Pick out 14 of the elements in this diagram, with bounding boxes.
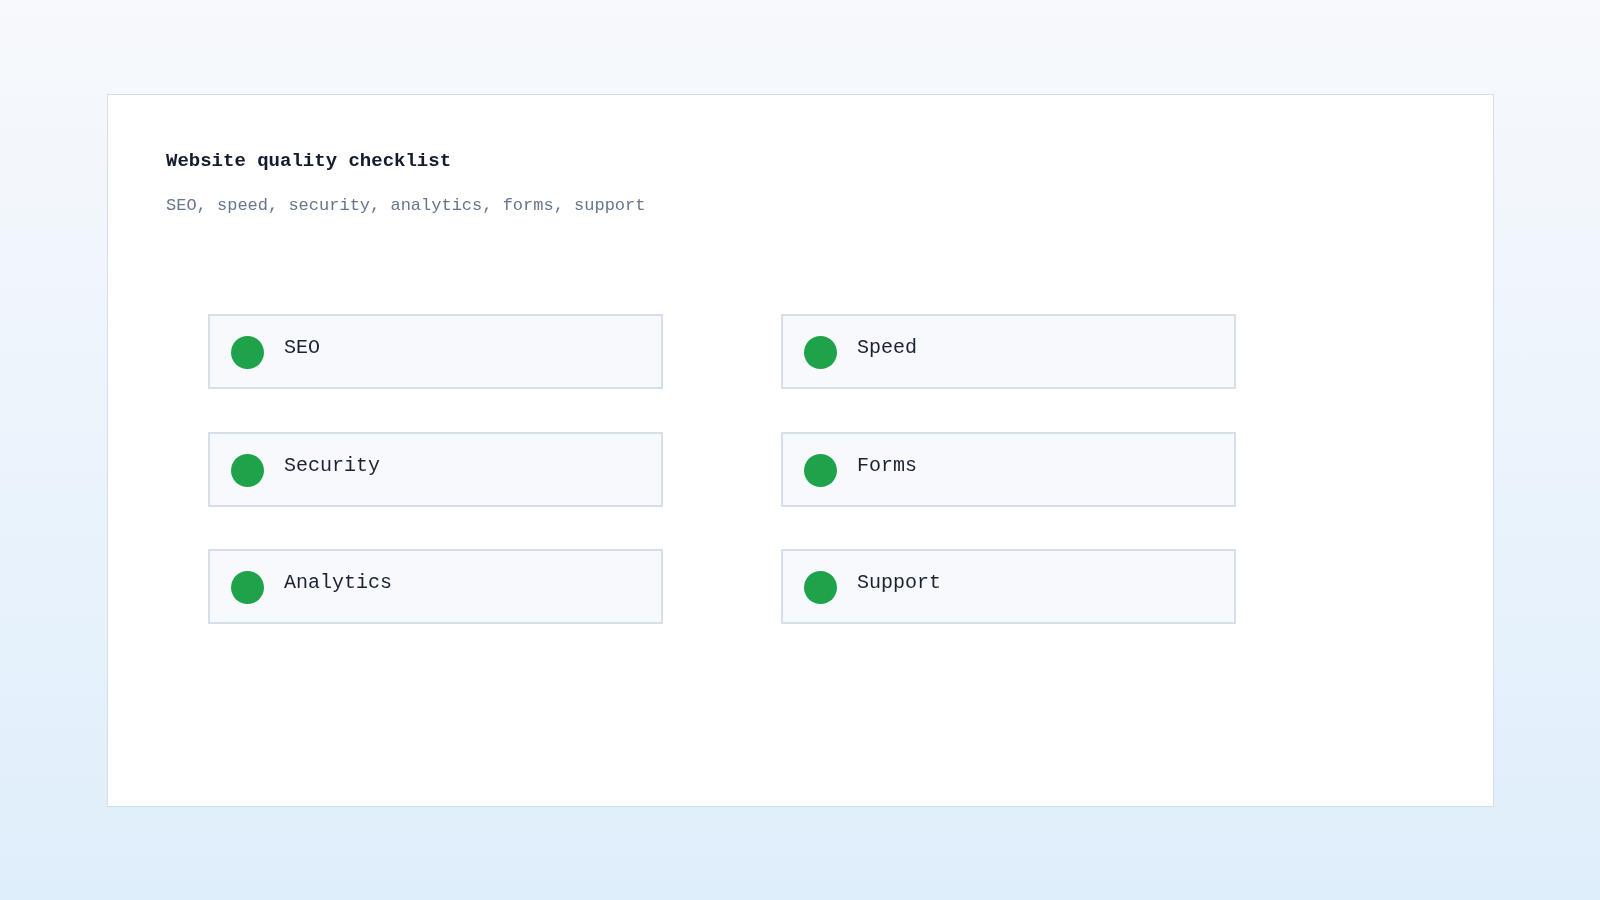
item-label: Support bbox=[857, 571, 941, 595]
checklist-item bbox=[781, 432, 1236, 507]
checklist-item bbox=[208, 432, 663, 507]
item-label: SEO bbox=[284, 336, 320, 360]
checklist-item bbox=[208, 549, 663, 624]
title: Website quality checklist bbox=[166, 149, 452, 173]
item-label: Speed bbox=[857, 336, 917, 360]
item-label: Security bbox=[284, 454, 380, 478]
item-label: Analytics bbox=[284, 571, 393, 595]
item-label: Forms bbox=[857, 454, 917, 478]
checklist-item bbox=[781, 549, 1236, 624]
subtitle: SEO, speed, security, analytics, forms, support bbox=[166, 195, 646, 217]
checklist-item bbox=[208, 314, 663, 389]
checklist-item bbox=[781, 314, 1236, 389]
